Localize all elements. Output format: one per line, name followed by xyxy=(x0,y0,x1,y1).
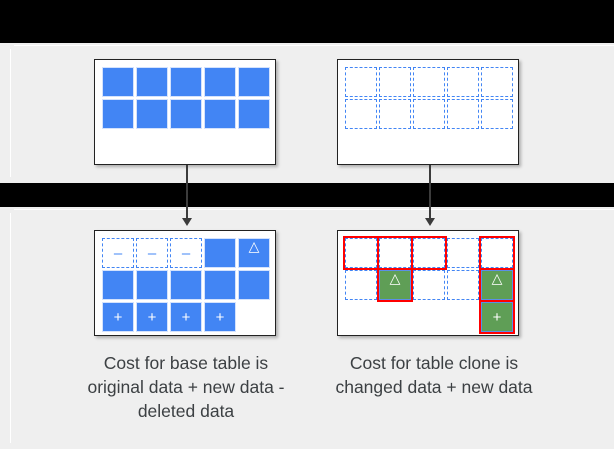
plus-icon: + xyxy=(215,308,225,326)
plus-icon: + xyxy=(147,308,157,326)
triangle-icon xyxy=(388,271,402,291)
arrow-base-shaft xyxy=(186,165,188,220)
table-cell-dashed xyxy=(447,99,479,129)
table-cell-filled xyxy=(238,67,270,97)
table-cell-dashed xyxy=(447,238,479,268)
table-cell-empty xyxy=(345,302,377,332)
table-cell-green-triangle xyxy=(479,268,515,302)
table-cell-dashed xyxy=(447,270,479,300)
table-cell-dashed-minus: – xyxy=(170,238,202,268)
table-cell-filled xyxy=(102,67,134,97)
arrow-clone-head-icon xyxy=(425,218,435,226)
triangle-icon xyxy=(247,239,261,259)
table-cell-empty xyxy=(379,302,411,332)
table-cell-filled-plus: + xyxy=(102,302,134,332)
table-cell-filled xyxy=(204,99,236,129)
table-cell-empty xyxy=(238,302,270,332)
caption-table-clone: Cost for table clone is changed data + n… xyxy=(335,353,533,397)
table-cell-dashed-minus: – xyxy=(136,238,168,268)
table-cell-dashed xyxy=(345,67,377,97)
table-cell-filled xyxy=(204,67,236,97)
table-cell-filled xyxy=(102,270,134,300)
table-cell-filled xyxy=(238,99,270,129)
table-cell-green-plus: + xyxy=(479,300,515,334)
cell-grid xyxy=(102,67,270,129)
table-cell-dashed xyxy=(377,236,413,270)
table-cell-filled-triangle xyxy=(238,238,270,268)
table-cell-dashed xyxy=(345,270,377,300)
plus-icon: + xyxy=(492,308,502,326)
base-table-after-changes-card: – – – + + + + xyxy=(94,230,276,336)
table-cell-dashed-minus: – xyxy=(102,238,134,268)
table-cell-dashed xyxy=(447,67,479,97)
table-cell-filled xyxy=(204,270,236,300)
plus-icon: + xyxy=(181,308,191,326)
table-cell-empty xyxy=(447,302,479,332)
slide-panel-top xyxy=(0,43,614,183)
slide-left-guide xyxy=(10,213,11,443)
triangle-icon xyxy=(490,271,504,291)
table-cell-dashed xyxy=(481,99,513,129)
caption-base-table: Cost for base table is original data + n… xyxy=(87,353,285,421)
table-cell-empty xyxy=(413,302,445,332)
table-cell-dashed xyxy=(343,236,379,270)
slide-bottom-divider xyxy=(14,209,614,210)
cell-grid xyxy=(345,67,513,129)
cell-grid: – – – + + + + xyxy=(102,238,270,332)
table-cell-filled xyxy=(170,270,202,300)
minus-icon: – xyxy=(113,244,123,262)
arrow-clone-shaft xyxy=(429,165,431,220)
slide-top-divider xyxy=(14,45,614,46)
table-cell-dashed xyxy=(413,270,445,300)
table-cell-filled xyxy=(204,238,236,268)
table-cell-dashed xyxy=(479,236,515,270)
table-cell-filled-plus: + xyxy=(136,302,168,332)
minus-icon: – xyxy=(147,244,157,262)
plus-icon: + xyxy=(113,308,123,326)
table-cell-green-triangle xyxy=(377,268,413,302)
cell-grid: + xyxy=(343,236,515,334)
table-cell-dashed xyxy=(481,67,513,97)
table-cell-filled-plus: + xyxy=(204,302,236,332)
table-cell-dashed xyxy=(413,99,445,129)
table-cell-dashed xyxy=(345,99,377,129)
table-clone-after-changes-card: + xyxy=(337,230,519,336)
slide-left-guide xyxy=(10,49,11,177)
table-cell-filled xyxy=(238,270,270,300)
table-cell-filled xyxy=(136,67,168,97)
top-black-band xyxy=(0,0,614,43)
table-cell-dashed xyxy=(379,99,411,129)
table-clone-original-card xyxy=(337,59,519,165)
table-cell-filled xyxy=(170,67,202,97)
middle-black-band xyxy=(0,183,614,207)
table-cell-filled xyxy=(136,99,168,129)
table-cell-filled xyxy=(102,99,134,129)
arrow-base-head-icon xyxy=(182,218,192,226)
table-cell-dashed xyxy=(379,67,411,97)
minus-icon: – xyxy=(181,244,191,262)
table-cell-filled-plus: + xyxy=(170,302,202,332)
table-cell-filled xyxy=(170,99,202,129)
table-cell-filled xyxy=(136,270,168,300)
base-table-original-card xyxy=(94,59,276,165)
table-cell-dashed xyxy=(413,67,445,97)
table-cell-dashed xyxy=(411,236,447,270)
